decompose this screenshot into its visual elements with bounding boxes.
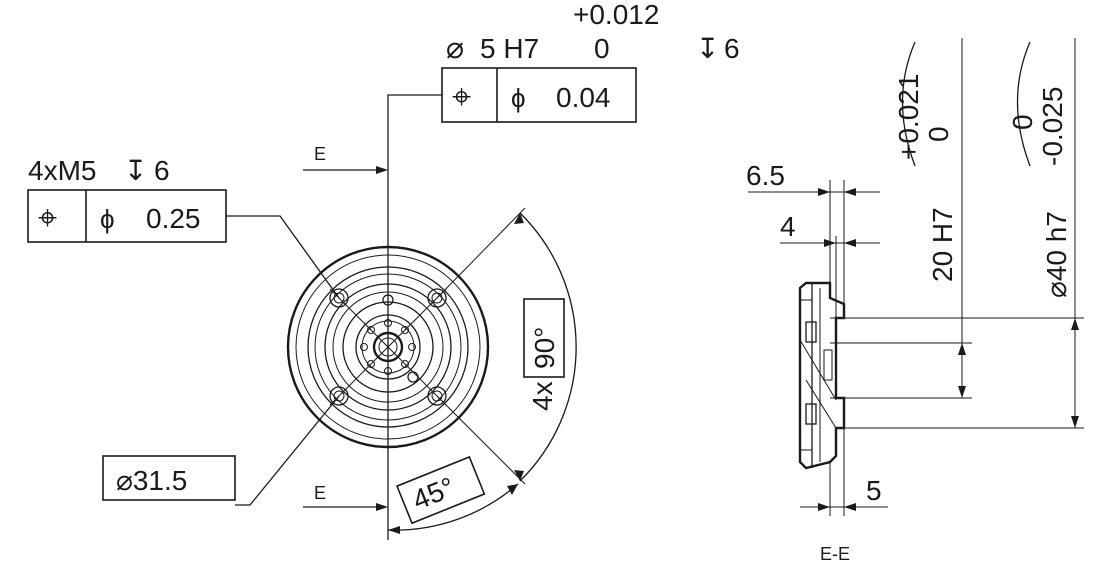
hole-depth: 6 [724, 33, 740, 64]
section-mark-bottom-label: E [314, 483, 326, 503]
angle-main-frame [523, 298, 565, 378]
hole-tolerance: 0.04 [556, 82, 611, 113]
angle-offset-frame [395, 455, 486, 525]
dim-5: 5 [866, 475, 882, 506]
side-body-outline [798, 281, 846, 470]
pitch-circle-callout: ⌀31.5 [102, 395, 340, 506]
hole-position-symbol: ⌖ [452, 78, 471, 116]
hole-diameter-symbol: ⌀ [446, 32, 464, 65]
section-mark-bottom: E [303, 483, 388, 511]
thread-tolerance: 0.25 [146, 203, 201, 234]
hole-tol-upper: +0.012 [573, 0, 659, 30]
angle-arc-90 [519, 212, 577, 482]
dim-6-5: 6.5 [746, 160, 785, 191]
hole-callout: +0.012 ⌀ 5 H7 0 ↧ 6 ⌖ ϕ 0.04 [387, 0, 740, 170]
angle-arc-45 [387, 483, 519, 531]
angle-main-value: 90° [529, 327, 560, 369]
thread-depth-symbol: ↧ [124, 155, 147, 186]
shaft-tol-upper: 0 [1007, 114, 1038, 130]
pin-hole-bottom [407, 371, 419, 383]
angle-dimensions: 4x 90° 45° [387, 207, 577, 534]
bore-label: 20 H7 [927, 207, 958, 282]
hole-tol-lower: 0 [594, 33, 610, 64]
thread-position-symbol: ⌖ [38, 199, 57, 237]
front-view [286, 170, 490, 540]
hole-tol-diameter-symbol: ϕ [511, 83, 526, 113]
angle-main-prefix: 4x [527, 381, 558, 411]
shaft-tol-lower: -0.025 [1037, 87, 1068, 166]
thread-tol-diameter-symbol: ϕ [100, 204, 115, 234]
thread-fcf-frame [27, 189, 227, 243]
hole-depth-symbol: ↧ [696, 33, 719, 64]
pitch-circle-frame [102, 455, 236, 501]
shaft-label: ⌀40 h7 [1041, 211, 1072, 298]
side-view: 6.5 4 5 20 H7 +0.021 0 ⌀40 h7 0 -0.025 E… [746, 38, 1084, 564]
section-mark-top: E [303, 144, 388, 174]
thread-callout: 4xM5 ↧ 6 ⌖ ϕ 0.25 [27, 155, 340, 299]
threaded-holes [329, 288, 447, 406]
hub-hole-pattern [360, 319, 416, 375]
section-view-label: E-E [820, 544, 850, 564]
thread-label: 4xM5 [28, 155, 96, 186]
hole-size: 5 H7 [480, 33, 539, 64]
bore-tol-lower: 0 [923, 126, 954, 142]
dim-4: 4 [780, 211, 796, 242]
pitch-circle-label: ⌀31.5 [116, 465, 187, 496]
thread-depth: 6 [154, 155, 170, 186]
section-mark-top-label: E [314, 144, 326, 164]
